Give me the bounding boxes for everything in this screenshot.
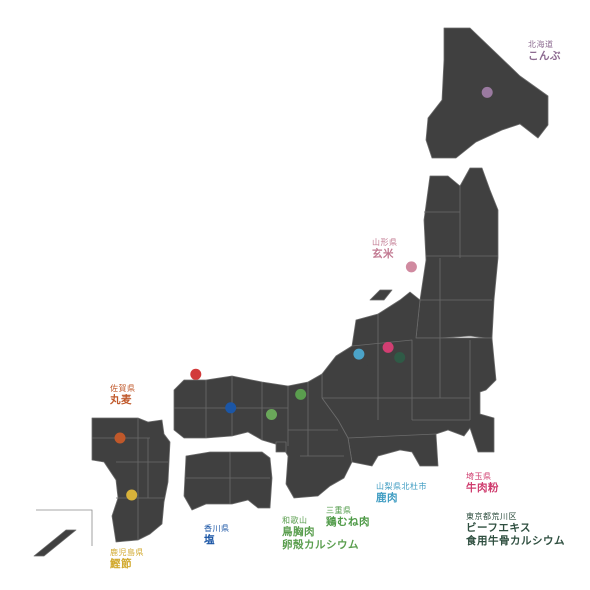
label-saga: 佐賀県 丸麦 [110,384,136,407]
marker-saitama [382,341,394,353]
marker-kagawa [225,402,237,414]
marker-yamagata [405,261,417,273]
label-yamagata-prefecture: 山形県 [372,238,398,247]
marker-yamanashi [353,348,365,360]
label-saga-product: 丸麦 [110,394,132,406]
label-mie-product: 鶏むね肉 [326,516,370,528]
marker-mie [295,388,307,400]
japan-land [33,27,549,557]
marker-kagoshima [126,489,138,501]
marker-layer [114,86,493,501]
marker-wakayama [266,409,277,420]
label-wakayama-product-1: 鳥胸肉 [282,526,315,538]
shikoku-island [183,451,273,511]
sado-island [369,289,393,301]
label-yamanashi-prefecture: 山梨県北杜市 [376,482,427,491]
marker-tokyo [394,352,406,363]
label-wakayama: 和歌山 鳥胸肉 卵殻カルシウム [282,516,359,552]
label-kagoshima-product: 鰹節 [110,558,132,570]
label-hokkaido: 北海道 こんぶ [528,40,561,63]
marker-hokkaido [481,86,493,98]
label-tokyo-product-2: 食用牛骨カルシウム [466,535,565,548]
label-saitama-prefecture: 埼玉県 [466,472,492,481]
label-tokyo: 東京都荒川区 ビーフエキス 食用牛骨カルシウム [466,512,565,548]
label-mie-prefecture: 三重県 [326,506,352,515]
marker-saga [114,432,126,444]
label-yamanashi-product: 鹿肉 [376,492,398,504]
label-tokyo-product-1: ビーフエキス [466,522,532,534]
label-tokyo-prefecture: 東京都荒川区 [466,512,517,521]
awaji-island [275,441,287,453]
label-hokkaido-prefecture: 北海道 [528,40,554,49]
label-kagoshima: 鹿児島県 鰹節 [110,548,144,571]
okinawa-inset-frame [36,509,93,546]
label-yamagata-product: 玄米 [372,248,394,260]
label-kagawa-prefecture: 香川県 [204,524,230,533]
kyushu-island [91,417,171,543]
tohoku-region [415,167,499,339]
label-wakayama-prefecture: 和歌山 [282,516,308,525]
label-saitama-product: 牛肉粉 [466,482,499,494]
label-hokkaido-product: こんぶ [528,50,561,62]
marker-shimane [190,368,202,380]
label-wakayama-product-2: 卵殻カルシウム [282,539,359,552]
label-kagawa: 香川県 塩 [204,524,230,547]
label-yamanashi: 山梨県北杜市 鹿肉 [376,482,427,505]
label-kagawa-product: 塩 [204,534,215,546]
honshu-west [173,373,353,499]
label-yamagata: 山形県 玄米 [372,238,398,261]
label-mie: 三重県 鶏むね肉 [326,506,370,529]
label-saga-prefecture: 佐賀県 [110,384,136,393]
label-kagoshima-prefecture: 鹿児島県 [110,548,144,557]
okinawa-island [33,529,77,557]
label-saitama: 埼玉県 牛肉粉 [466,472,499,495]
